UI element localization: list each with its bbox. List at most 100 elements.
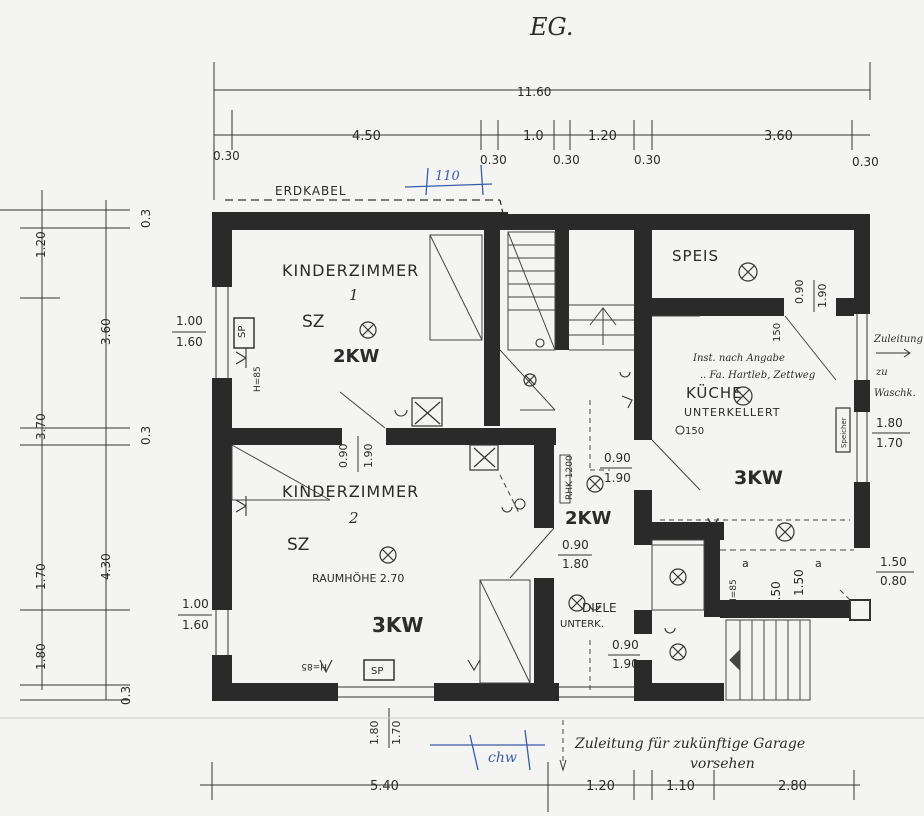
dim-bottom-window-a: 1.80 [368,721,381,746]
light-icon-wc [669,568,687,586]
entrance-stairs [725,619,811,701]
blue-note-top: 110 [435,169,460,184]
dim-top-total: 11.60 [517,85,551,99]
erdkabel-drop [499,199,507,229]
dim-door-sz1-b: 1.90 [362,444,375,469]
dim-right-window-lower-a: 1.50 [880,555,907,569]
light-icon-entrance [669,643,687,661]
room-height-label: RAUMHÖHE 2.70 [312,572,404,585]
light-icon-sz1 [359,321,377,339]
dim-bottom-0: 5.40 [370,779,399,794]
dim-window-left-lower-a: 1.00 [182,597,209,611]
dim-left-3-60: 3.60 [99,318,113,345]
dim-h85-entrance: H=85 [729,579,739,605]
blue-tick-left [425,167,429,196]
light-icon-stairs [523,373,537,387]
top-dimensions [213,62,871,200]
dim-entrance-a: 2.50 [769,581,783,608]
dim-bottom-1: 1.20 [586,779,615,794]
room-kueche-unterkellert: UNTERKELLERT [684,406,781,419]
dim-top-1: 4.50 [352,129,381,144]
dim-door-sz1-a: 0.90 [337,444,350,469]
dim-window-left-upper-a: 1.00 [176,314,203,328]
stairs-label: Treppen Keller [490,331,500,396]
corner-post [849,599,871,621]
plan-title: EG. [529,13,573,41]
dim-kitchen-left-150: 150 [685,426,704,437]
switches-outlets [235,338,719,674]
left-dimensions [0,190,130,701]
zuleitung-right-1: Zuleitung [873,334,923,345]
dim-window-left-upper-b: 1.60 [176,335,203,349]
zuleitung-bottom-line-2: vorsehen [690,756,755,772]
dim-top-4: 0.30 [553,153,580,167]
room-kinderzimmer-1-number: 1 [349,286,359,304]
kw-sz1: 2KW [333,346,379,367]
dim-bottom-3: 2.80 [778,779,807,794]
room-kinderzimmer-2: KINDERZIMMER [282,482,419,501]
inst-note-line-1: Inst. nach Angabe [692,353,785,364]
room-diele: DIELE [582,601,617,615]
dim-top-0: 0.30 [213,149,240,163]
dim-a-left: a [742,557,749,570]
dim-bottom-2: 1.10 [666,779,695,794]
dim-left-0-3c: 0.3 [119,686,133,705]
dim-top-5: 1.20 [588,129,617,144]
bottom-dimensions [200,762,860,812]
room-sz1: SZ [302,312,324,332]
sp-label-lower: SP [371,666,383,677]
dim-kitchen-vert-a: 0.90 [793,280,806,305]
door-swings [231,234,854,684]
ceiling-lights [359,262,795,661]
dim-left-0-3: 0.3 [139,209,153,228]
blue-note-top-line [404,183,493,188]
light-icon-sz2 [379,546,397,564]
dim-hall-b-top: 0.90 [562,538,589,552]
dim-hall-b-bottom: 1.80 [562,557,589,571]
dim-door-bottom-b: 1.90 [612,657,639,671]
dim-top-7: 3.60 [764,129,793,144]
room-kueche: KÜCHE [686,383,743,402]
radiator-icon [559,454,571,504]
dim-left-3-70: 3.70 [34,413,48,440]
blue-tick-right [480,164,484,196]
dim-a-right: a [815,557,822,570]
dim-top-2: 0.30 [480,153,507,167]
dim-left-1-80: 1.80 [34,643,48,670]
sp-label-upper: SP [237,326,248,338]
dim-door-bottom-a: 0.90 [612,638,639,652]
zuleitung-bottom-line-1: Zuleitung für zukünftige Garage [574,736,805,752]
speicher-box [835,407,851,453]
dim-h85-lower: H=85 [301,661,327,671]
dim-hall-a-top: 0.90 [604,451,631,465]
staircase [499,231,634,411]
dim-left-1-20: 1.20 [34,231,48,258]
kw-flur: 2KW [565,508,611,529]
kw-kueche: 3KW [734,467,783,489]
dim-bottom-window-b: 1.70 [390,721,403,746]
inst-note-line-2: .. Fa. Hartleb, Zettweg [700,370,815,381]
light-icon-terrace [775,522,795,542]
dim-hall-a-bottom: 1.90 [604,471,631,485]
dim-kitchen-vert-b: 1.90 [816,284,829,309]
dim-entrance-b: 1.50 [792,569,806,596]
dim-left-1-70: 1.70 [34,563,48,590]
dim-right-window-lower-b: 0.80 [880,574,907,588]
dim-top-3: 1.0 [523,129,544,144]
dim-top-6: 0.30 [634,153,661,167]
room-kinderzimmer-1: KINDERZIMMER [282,261,419,280]
kw-sz2: 3KW [372,613,423,637]
room-diele-unterk: UNTERK. [560,619,604,630]
dim-h85-upper: H=85 [253,366,263,392]
sp-box-lower [363,659,395,681]
zuleitung-right-3: Waschk. [874,388,916,399]
room-kinderzimmer-2-number: 2 [348,509,359,527]
light-icon-speis [738,262,758,282]
dim-window-left-lower-b: 1.60 [182,618,209,632]
light-icon-diele [568,594,586,612]
blue-note-bottom: chw [488,750,517,766]
dim-left-0-3b: 0.3 [139,426,153,445]
sp-box-upper [233,317,255,349]
